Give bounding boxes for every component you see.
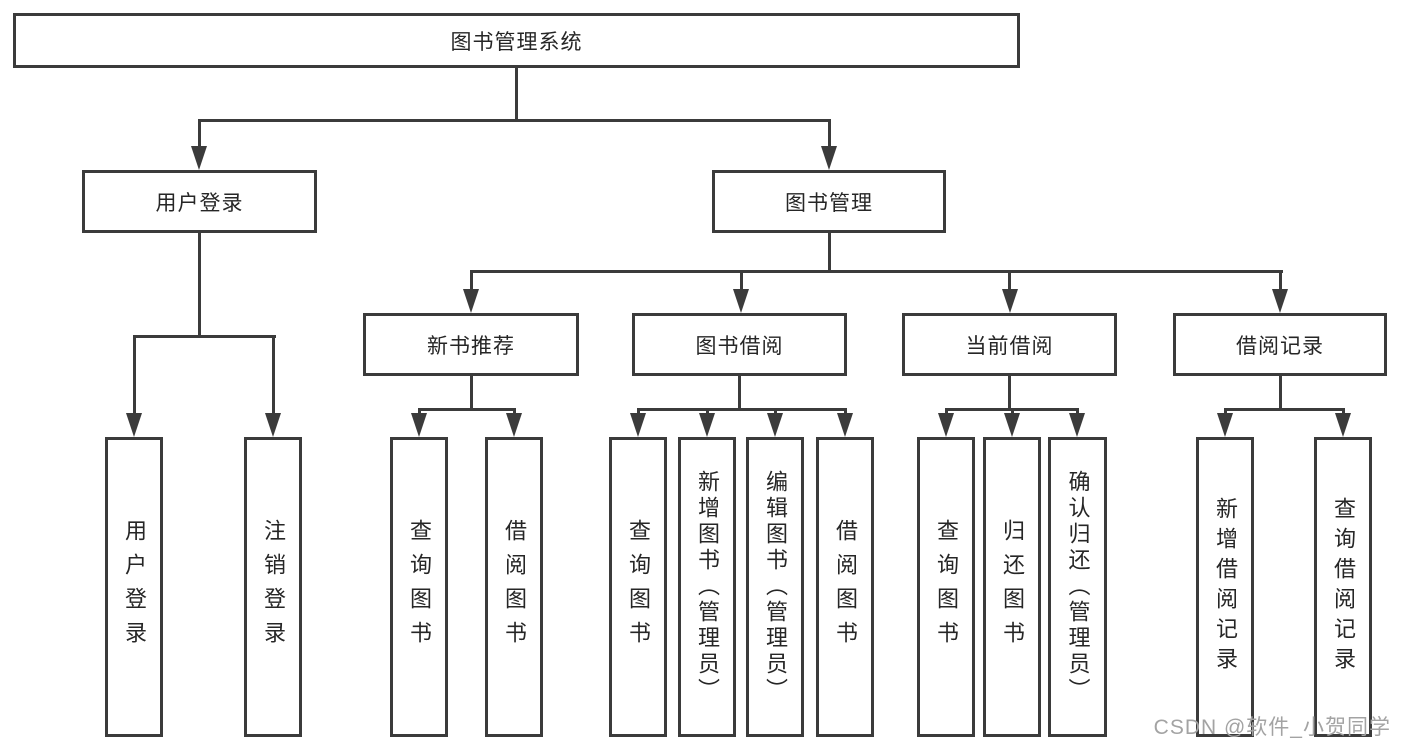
connector-line xyxy=(469,270,1283,273)
arrow-down-icon xyxy=(767,413,783,437)
node-new-book-recommend: 新书推荐 xyxy=(363,313,579,376)
leaf-edit-books-admin-label: 编辑图书（管理员） xyxy=(763,470,788,704)
arrow-down-icon xyxy=(1335,413,1351,437)
connector-line xyxy=(132,335,276,338)
arrow-down-icon xyxy=(1001,289,1018,313)
connector-line xyxy=(197,233,201,335)
node-borrowing-records-label: 借阅记录 xyxy=(1236,334,1324,358)
connector-line xyxy=(1008,270,1011,295)
leaf-add-books-admin: 新增图书（管理员） xyxy=(678,437,736,737)
leaf-return-books-label: 归还图书 xyxy=(1000,519,1025,655)
node-book-management-label: 图书管理 xyxy=(785,191,873,215)
connector-line xyxy=(1223,408,1345,411)
connector-line xyxy=(132,335,136,419)
leaf-user-login-label: 用户登录 xyxy=(122,519,147,655)
connector-line xyxy=(739,270,743,295)
leaf-borrow-books-recommend-label: 借阅图书 xyxy=(502,519,527,655)
node-user-login: 用户登录 xyxy=(82,170,317,233)
connector-line xyxy=(514,68,518,119)
arrow-down-icon xyxy=(837,413,853,437)
leaf-add-books-admin-label: 新增图书（管理员） xyxy=(695,470,720,704)
leaf-return-books: 归还图书 xyxy=(983,437,1041,737)
connector-line xyxy=(1008,376,1011,408)
leaf-user-login: 用户登录 xyxy=(105,437,163,737)
connector-line xyxy=(197,119,201,150)
node-book-borrowing: 图书借阅 xyxy=(632,313,847,376)
connector-line xyxy=(827,119,831,150)
leaf-borrow-books-borrowing-label: 借阅图书 xyxy=(833,519,858,655)
arrow-down-icon xyxy=(630,413,646,437)
node-borrowing-records: 借阅记录 xyxy=(1173,313,1387,376)
leaf-confirm-return-admin-label: 确认归还（管理员） xyxy=(1065,470,1091,704)
arrow-down-icon xyxy=(938,413,954,437)
node-current-borrowing-label: 当前借阅 xyxy=(965,334,1054,358)
leaf-query-books-recommend: 查询图书 xyxy=(390,437,448,737)
arrow-down-icon xyxy=(1004,413,1020,437)
leaf-logout: 注销登录 xyxy=(244,437,302,737)
leaf-query-books-borrowing: 查询图书 xyxy=(609,437,667,737)
node-book-management: 图书管理 xyxy=(712,170,946,233)
arrow-down-icon xyxy=(1217,413,1233,437)
arrow-down-icon xyxy=(699,413,715,437)
leaf-add-borrow-record-label: 新增借阅记录 xyxy=(1213,497,1238,677)
connector-line xyxy=(1278,270,1282,295)
leaf-query-books-recommend-label: 查询图书 xyxy=(407,519,432,655)
connector-line xyxy=(738,376,741,408)
connector-line xyxy=(469,376,473,408)
leaf-query-books-borrowing-label: 查询图书 xyxy=(626,519,651,655)
leaf-query-borrow-record: 查询借阅记录 xyxy=(1314,437,1372,737)
arrow-down-icon xyxy=(1069,413,1085,437)
arrow-down-icon xyxy=(463,289,479,313)
connector-line xyxy=(197,119,831,122)
leaf-logout-label: 注销登录 xyxy=(261,519,286,655)
arrow-down-icon xyxy=(191,146,207,170)
leaf-query-books-current-label: 查询图书 xyxy=(934,519,959,655)
leaf-borrow-books-recommend: 借阅图书 xyxy=(485,437,543,737)
connector-line xyxy=(271,335,275,419)
connector-line xyxy=(636,408,847,411)
leaf-confirm-return-admin: 确认归还（管理员） xyxy=(1048,437,1107,737)
node-current-borrowing: 当前借阅 xyxy=(902,313,1117,376)
arrow-down-icon xyxy=(1272,289,1288,313)
leaf-borrow-books-borrowing: 借阅图书 xyxy=(816,437,874,737)
arrow-down-icon xyxy=(126,413,142,437)
connector-line xyxy=(417,408,516,411)
connector-line xyxy=(469,270,473,295)
arrow-down-icon xyxy=(821,146,837,170)
arrow-down-icon xyxy=(506,413,522,437)
arrow-down-icon xyxy=(733,289,749,313)
arrow-down-icon xyxy=(265,413,281,437)
leaf-add-borrow-record: 新增借阅记录 xyxy=(1196,437,1254,737)
node-book-borrowing-label: 图书借阅 xyxy=(695,334,784,358)
watermark: CSDN @软件_小贺同学 xyxy=(1153,716,1391,739)
leaf-query-books-current: 查询图书 xyxy=(917,437,975,737)
arrow-down-icon xyxy=(411,413,427,437)
connector-line xyxy=(1278,376,1282,408)
leaf-edit-books-admin: 编辑图书（管理员） xyxy=(746,437,804,737)
leaf-query-borrow-record-label: 查询借阅记录 xyxy=(1331,497,1356,677)
node-new-book-recommend-label: 新书推荐 xyxy=(427,334,515,358)
node-user-login-label: 用户登录 xyxy=(155,191,244,215)
node-root: 图书管理系统 xyxy=(13,13,1020,68)
connector-line xyxy=(827,233,831,270)
node-root-label: 图书管理系统 xyxy=(450,30,583,54)
